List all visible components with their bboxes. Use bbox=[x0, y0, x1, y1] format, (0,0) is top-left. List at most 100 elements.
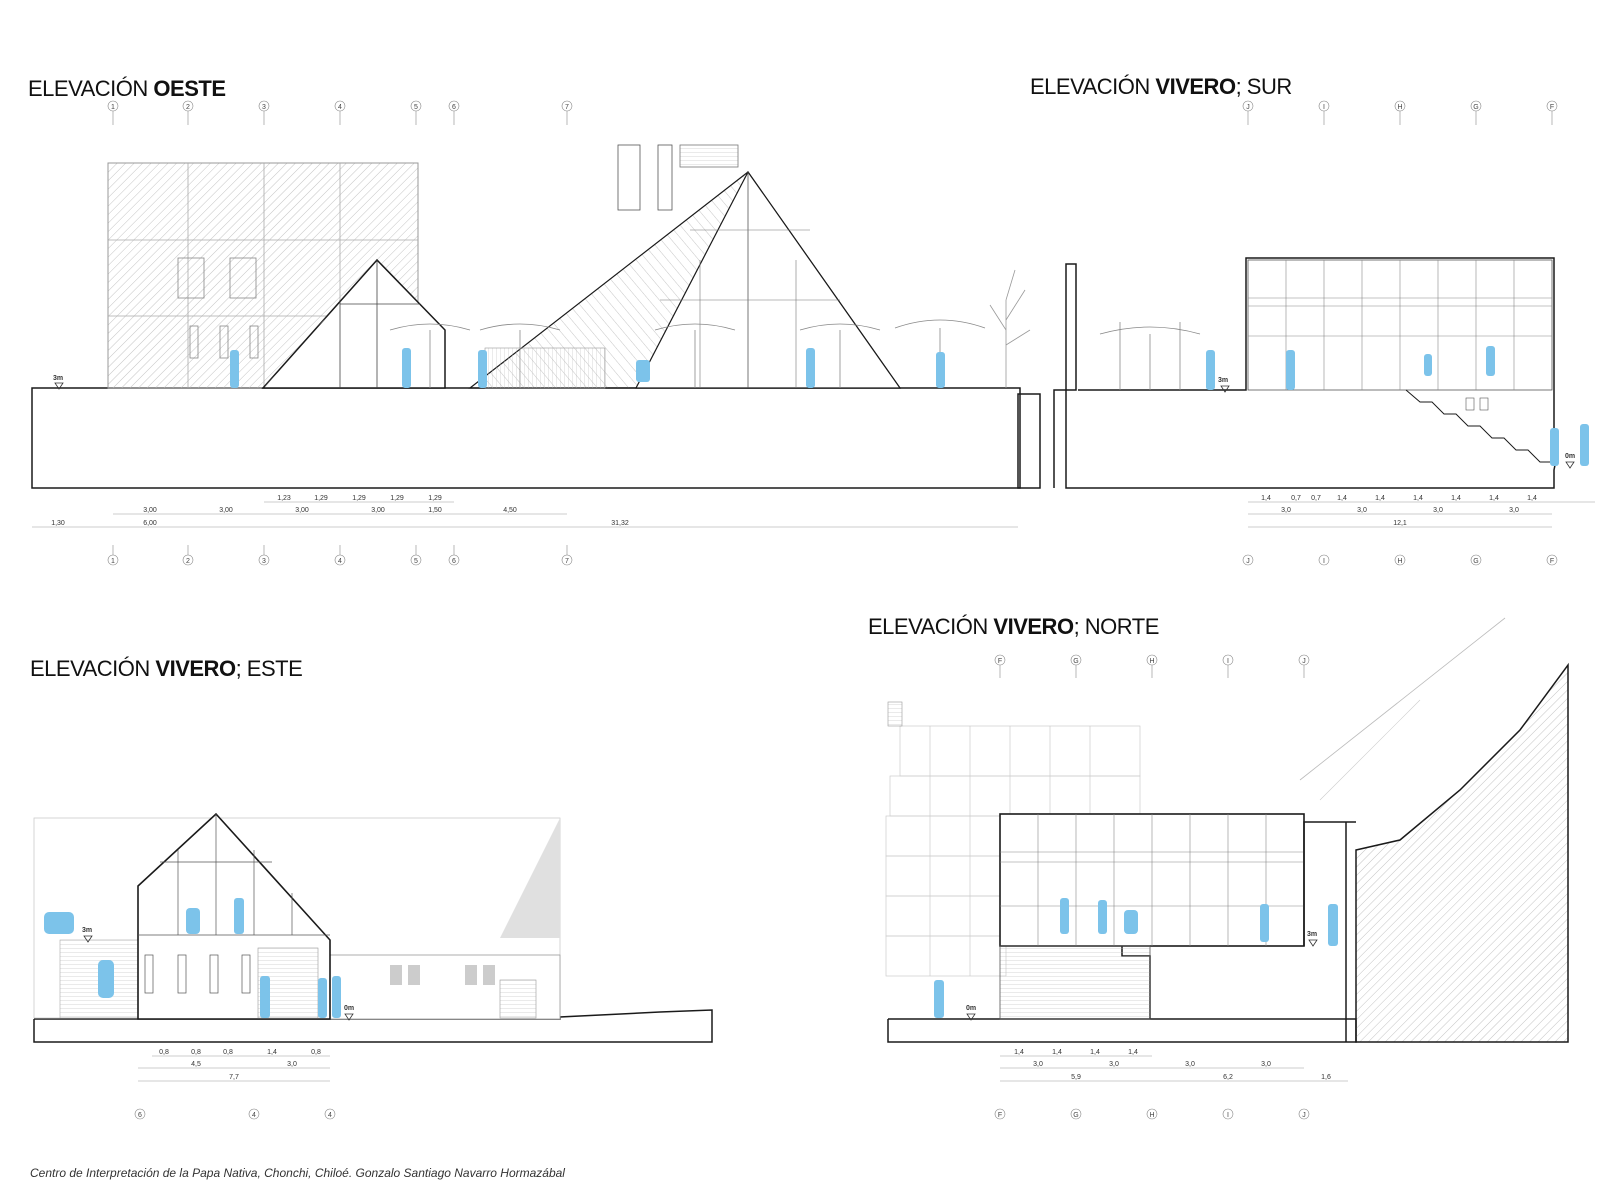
dimension-label: 0,8 bbox=[311, 1049, 321, 1056]
dimension-label: 1,29 bbox=[314, 495, 328, 502]
title-suffix: ; ESTE bbox=[235, 656, 303, 681]
grid-label: I bbox=[1227, 658, 1229, 665]
grid-label: 6 bbox=[452, 104, 456, 111]
dimension-label: 6,2 bbox=[1223, 1074, 1233, 1081]
dimension-label: 3,00 bbox=[295, 507, 309, 514]
grid-label: 3 bbox=[262, 104, 266, 111]
dimension-label: 1,4 bbox=[1090, 1049, 1100, 1056]
grid-label: 4 bbox=[338, 104, 342, 111]
elevation-vivero-este: 3m 0m 6 4 4 0,8 0,8 0,8 1,4 0,8 4,5 3,0 … bbox=[33, 812, 713, 1120]
dimension-label: 1,29 bbox=[428, 495, 442, 502]
grid-label: I bbox=[1227, 1112, 1229, 1119]
dimension-label: 1,4 bbox=[1014, 1049, 1024, 1056]
dimension-label: 1,29 bbox=[390, 495, 404, 502]
elevation-vivero-norte: 3m 0m F G H I J F G H I J bbox=[885, 617, 1569, 1120]
grid-label: G bbox=[1473, 104, 1478, 111]
grid-label: 2 bbox=[186, 558, 190, 565]
grid-label: H bbox=[1149, 658, 1154, 665]
level-marker-bottom: 0m bbox=[344, 1005, 354, 1012]
grid-label: G bbox=[1473, 558, 1478, 565]
retaining-wall bbox=[1017, 393, 1041, 489]
dimension-label: 1,4 bbox=[1451, 495, 1461, 502]
grid-label: 4 bbox=[252, 1112, 256, 1119]
dimension-label: 1,30 bbox=[51, 520, 65, 527]
grid-label: F bbox=[1550, 558, 1554, 565]
dimension-label: 0,8 bbox=[159, 1049, 169, 1056]
dimension-label: 31,32 bbox=[611, 520, 629, 527]
title-suffix: ; SUR bbox=[1235, 74, 1293, 99]
title-prefix: ELEVACIÓN bbox=[1030, 74, 1156, 99]
dimension-label: 0,8 bbox=[191, 1049, 201, 1056]
level-marker-top: 3m bbox=[1307, 931, 1317, 938]
grid-label: 2 bbox=[186, 104, 190, 111]
dimension-label: 12,1 bbox=[1393, 520, 1407, 527]
grid-label: J bbox=[1246, 558, 1250, 565]
grid-label: 4 bbox=[338, 558, 342, 565]
dimension-label: 3,0 bbox=[1281, 507, 1291, 514]
title-prefix: ELEVACIÓN bbox=[28, 76, 154, 101]
level-marker-bottom: 0m bbox=[966, 1005, 976, 1012]
title-elevacion-oeste: ELEVACIÓN OESTE bbox=[28, 76, 226, 102]
dimension-label: 1,23 bbox=[277, 495, 291, 502]
title-bold: OESTE bbox=[153, 76, 226, 101]
dimension-label: 6,00 bbox=[143, 520, 157, 527]
dimension-label: 1,4 bbox=[1375, 495, 1385, 502]
grid-label: 4 bbox=[328, 1112, 332, 1119]
dimension-label: 5,9 bbox=[1071, 1074, 1081, 1081]
roof-lantern bbox=[617, 144, 641, 211]
title-elevacion-vivero-este: ELEVACIÓN VIVERO; ESTE bbox=[30, 656, 303, 682]
dimension-label: 7,7 bbox=[229, 1074, 239, 1081]
title-prefix: ELEVACIÓN bbox=[30, 656, 156, 681]
tree bbox=[989, 269, 1031, 388]
dimension-label: 1,4 bbox=[1052, 1049, 1062, 1056]
title-prefix: ELEVACIÓN bbox=[868, 614, 994, 639]
people-figures bbox=[230, 348, 945, 388]
dimension-label: 3,0 bbox=[1509, 507, 1519, 514]
grid-label: I bbox=[1323, 104, 1325, 111]
dimension-label: 4,50 bbox=[503, 507, 517, 514]
grid-label: 1 bbox=[111, 104, 115, 111]
grid-label: 6 bbox=[138, 1112, 142, 1119]
grid-label: F bbox=[998, 658, 1002, 665]
dimension-label: 0,7 bbox=[1291, 495, 1301, 502]
dimension-label: 1,4 bbox=[1337, 495, 1347, 502]
title-bold: VIVERO bbox=[1155, 74, 1236, 99]
elevation-oeste: 3m 1 2 3 4 5 6 7 1 2 3 bbox=[31, 100, 1041, 566]
site-section bbox=[1053, 263, 1557, 489]
grid-label: J bbox=[1246, 104, 1250, 111]
ground-section bbox=[887, 1018, 1357, 1043]
drawing-caption: Centro de Interpretación de la Papa Nati… bbox=[30, 1166, 565, 1180]
grid-label: 5 bbox=[414, 558, 418, 565]
dimension-label: 3,0 bbox=[287, 1061, 297, 1068]
dimension-label: 1,4 bbox=[1489, 495, 1499, 502]
dimension-label: 1,50 bbox=[428, 507, 442, 514]
grid-label: G bbox=[1073, 1112, 1078, 1119]
dimension-label: 1,6 bbox=[1321, 1074, 1331, 1081]
dimension-label: 1,4 bbox=[1128, 1049, 1138, 1056]
level-marker-top: 3m bbox=[82, 927, 92, 934]
dimension-label: 1,4 bbox=[1261, 495, 1271, 502]
level-marker-top: 3m bbox=[1218, 377, 1228, 384]
grid-label: 6 bbox=[452, 558, 456, 565]
grid-label: H bbox=[1397, 558, 1402, 565]
stairs bbox=[1405, 389, 1552, 463]
grid-label: 7 bbox=[565, 104, 569, 111]
title-elevacion-vivero-norte: ELEVACIÓN VIVERO; NORTE bbox=[868, 614, 1159, 640]
level-marker-bottom: 0m bbox=[1565, 453, 1575, 460]
grid-label: 3 bbox=[262, 558, 266, 565]
dimension-label: 3,0 bbox=[1185, 1061, 1195, 1068]
dimension-label: 1,4 bbox=[1527, 495, 1537, 502]
title-suffix: ; NORTE bbox=[1073, 614, 1160, 639]
title-elevacion-vivero-sur: ELEVACIÓN VIVERO; SUR bbox=[1030, 74, 1292, 100]
dimension-label: 3,0 bbox=[1433, 507, 1443, 514]
grid-label: J bbox=[1302, 1112, 1306, 1119]
grid-label: H bbox=[1149, 1112, 1154, 1119]
grid-label: J bbox=[1302, 658, 1306, 665]
level-marker: 3m bbox=[53, 375, 63, 382]
grid-label: 5 bbox=[414, 104, 418, 111]
dimension-label: 3,00 bbox=[219, 507, 233, 514]
grid-label: F bbox=[1550, 104, 1554, 111]
grid-label: I bbox=[1323, 558, 1325, 565]
dimension-label: 3,00 bbox=[371, 507, 385, 514]
